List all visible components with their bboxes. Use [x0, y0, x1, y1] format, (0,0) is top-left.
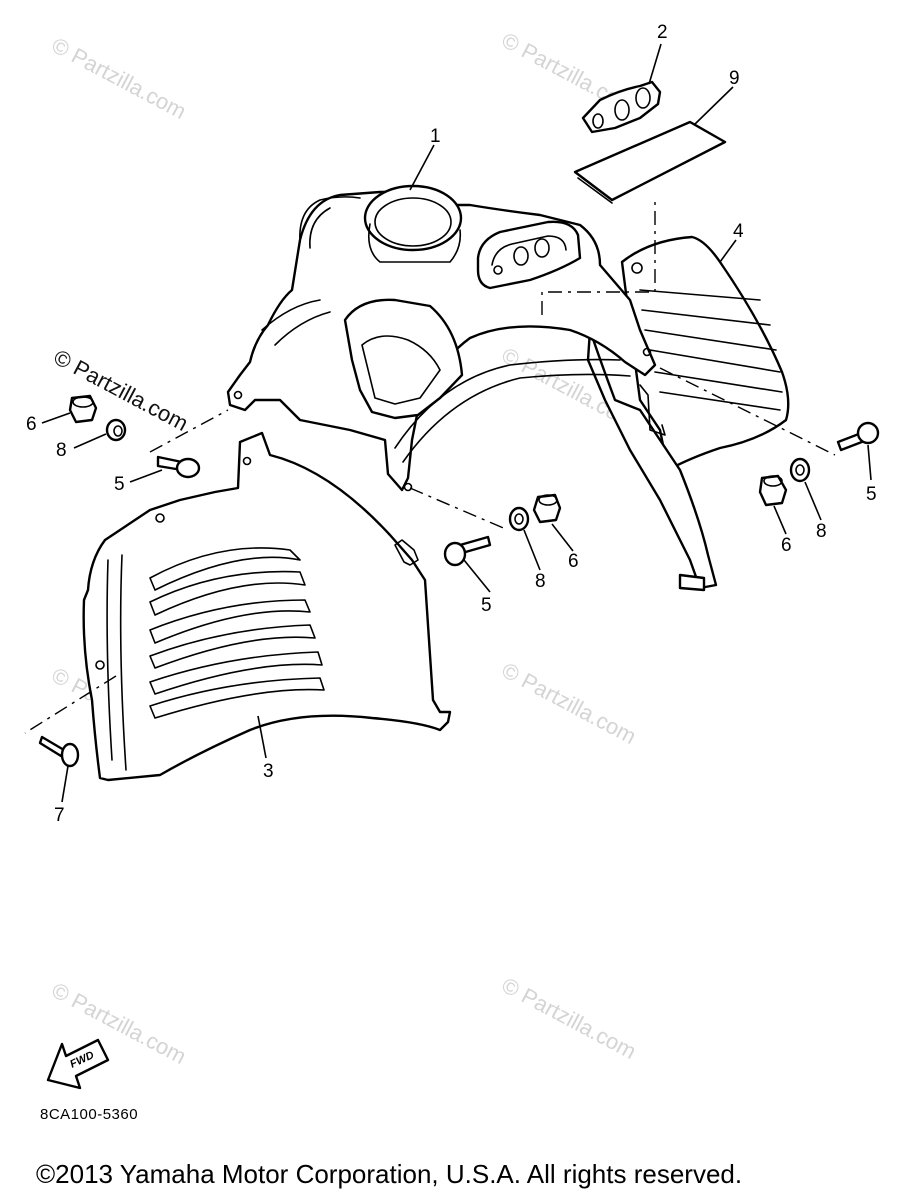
callout-8: 8 — [56, 440, 67, 461]
callout-1: 1 — [430, 126, 441, 147]
callout-8: 8 — [816, 521, 827, 542]
callout-5: 5 — [481, 595, 492, 616]
fasteners — [38, 394, 880, 768]
callouts: 1 2 9 4 6 8 5 5 8 6 6 8 5 3 7 — [26, 22, 877, 826]
callout-3: 3 — [263, 761, 274, 782]
callout-9: 9 — [729, 68, 740, 89]
watermark: © Partzilla.com — [498, 972, 641, 1064]
part-9-pad — [573, 120, 727, 204]
watermark: © Partzilla.com — [498, 657, 641, 749]
diagram-code: 8CA100-5360 — [40, 1106, 139, 1123]
copyright-notice: ©2013 Yamaha Motor Corporation, U.S.A. A… — [36, 1159, 743, 1189]
callout-6: 6 — [26, 414, 37, 435]
callout-7: 7 — [54, 805, 65, 826]
callout-6: 6 — [568, 551, 579, 572]
fwd-arrow-icon: FWD — [46, 1038, 110, 1090]
callout-5: 5 — [114, 474, 125, 495]
part-3-left-fender — [82, 431, 452, 782]
callout-6: 6 — [781, 535, 792, 556]
callout-2: 2 — [657, 22, 668, 43]
watermark: © Partzilla.com — [48, 32, 191, 124]
callout-8: 8 — [535, 571, 546, 592]
part-1-front-fender — [226, 184, 666, 492]
callout-5: 5 — [866, 484, 877, 505]
leader-lines — [41, 43, 872, 803]
callout-4: 4 — [733, 221, 744, 242]
assembly-lines — [24, 200, 836, 734]
part-2-grommet — [581, 80, 662, 134]
